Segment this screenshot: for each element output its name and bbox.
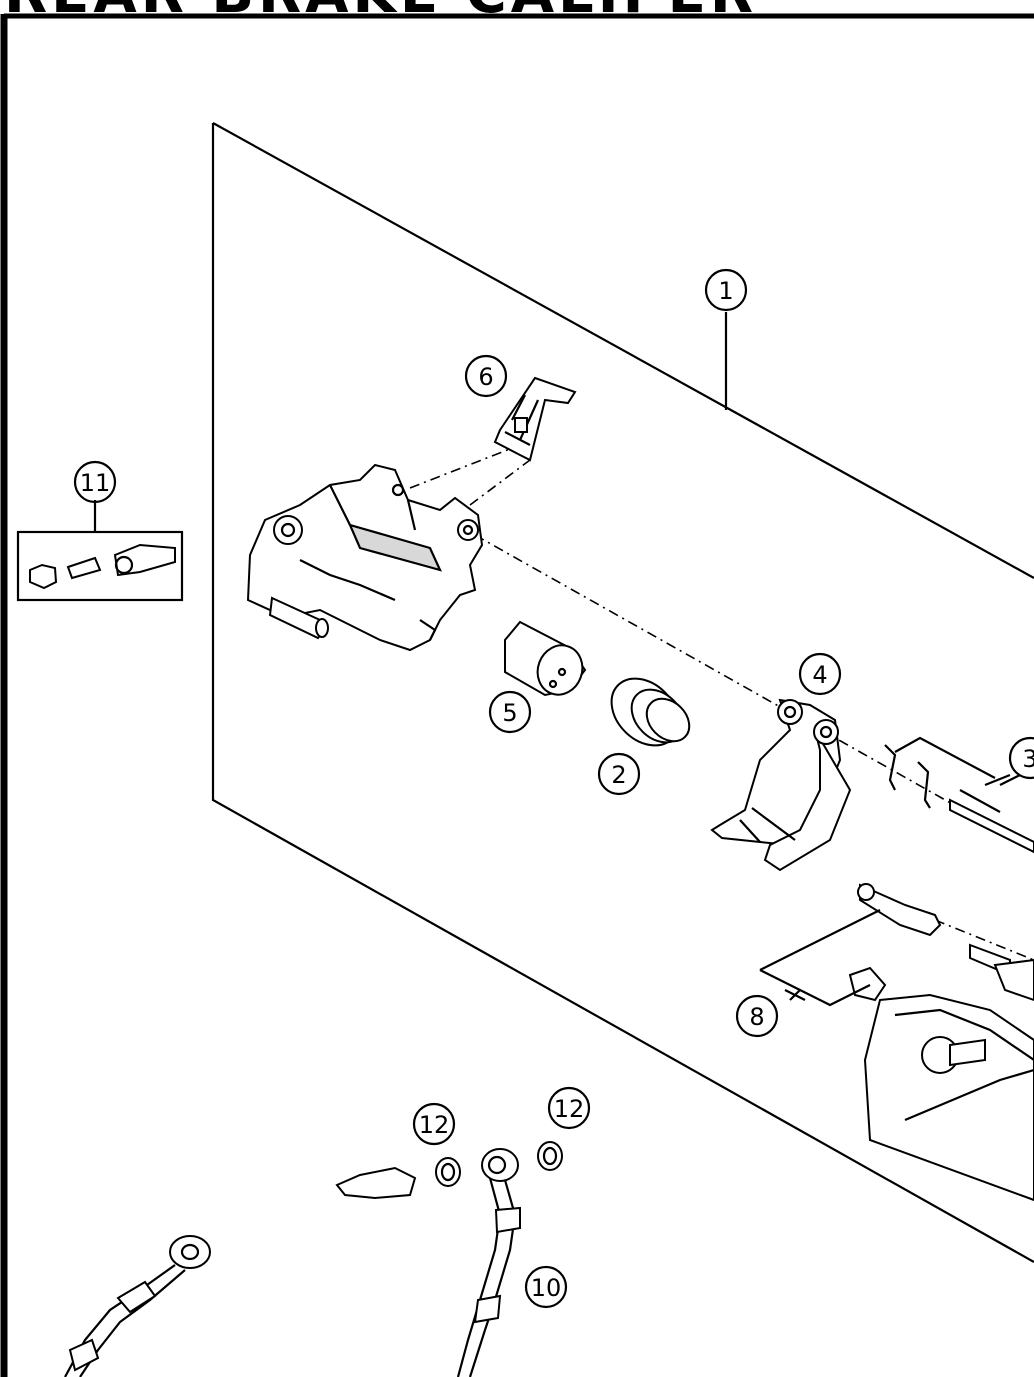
callout-3: 3 <box>1008 736 1034 780</box>
piston-part <box>504 620 587 697</box>
callout-11: 11 <box>73 460 117 504</box>
callout-12-right-label: 12 <box>554 1095 585 1123</box>
callout-1: 1 <box>704 268 748 312</box>
callout-12-right: 12 <box>547 1086 591 1130</box>
callout-10-label: 10 <box>531 1274 562 1302</box>
callout-2: 2 <box>597 752 641 796</box>
callout-2-label: 2 <box>611 761 626 789</box>
callout-12-left-label: 12 <box>419 1111 450 1139</box>
pad-pin-and-clips-part <box>884 736 1034 854</box>
brake-caliper-body-part <box>246 463 484 652</box>
callout-12-left: 12 <box>412 1102 456 1146</box>
callout-8: 8 <box>735 994 779 1038</box>
banjo-washers-part <box>335 1141 563 1200</box>
piston-seal-part <box>610 677 691 747</box>
bleeder-kit-part <box>16 500 184 602</box>
callout-6-label: 6 <box>478 363 493 391</box>
assembly-outline <box>211 122 1034 1263</box>
guide-pins-part <box>759 883 1011 1007</box>
callout-11-label: 11 <box>80 469 111 497</box>
anti-rattle-spring-part <box>493 376 577 462</box>
brake-hose-part <box>64 1177 521 1377</box>
callout-leader-lines <box>724 312 1011 1001</box>
callout-6: 6 <box>464 354 508 398</box>
callout-4: 4 <box>798 652 842 696</box>
caliper-bracket-part <box>863 958 1034 1202</box>
callout-3-label: 3 <box>1022 745 1034 773</box>
page-frame <box>0 13 1034 1377</box>
callout-5-label: 5 <box>502 699 517 727</box>
callout-8-label: 8 <box>749 1003 764 1031</box>
assembly-axis-lines <box>409 444 1034 961</box>
brake-pads-part <box>710 698 852 872</box>
callout-1-label: 1 <box>718 277 733 305</box>
callout-10: 10 <box>524 1265 568 1309</box>
callout-4-label: 4 <box>812 661 827 689</box>
callout-5: 5 <box>488 690 532 734</box>
